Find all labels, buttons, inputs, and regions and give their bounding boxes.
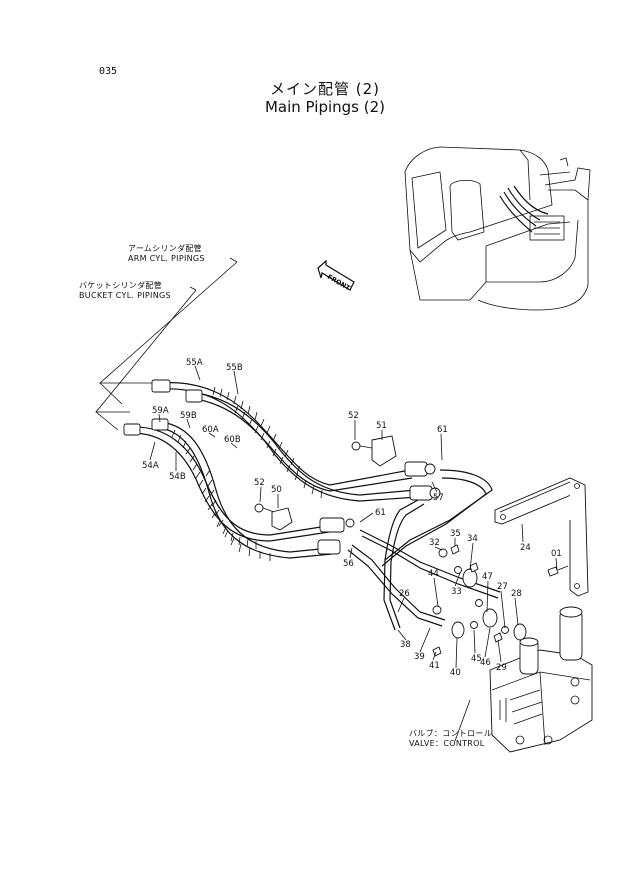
- part-label-41: 41: [429, 661, 440, 671]
- control-valve: [489, 606, 593, 753]
- part-label-28: 28: [511, 589, 522, 599]
- part-label-56: 56: [343, 559, 354, 569]
- part-label-27: 27: [497, 582, 508, 592]
- part-label-50: 50: [271, 485, 282, 495]
- part-label-59b: 59B: [180, 411, 197, 421]
- bracket-24: [494, 477, 589, 597]
- part-label-55b: 55B: [226, 363, 243, 373]
- page-number: 035: [99, 66, 118, 77]
- part-label-24: 24: [520, 543, 531, 553]
- arm-cyl-pipings-callout: アームシリンダ配管 ARM CYL. PIPINGS: [128, 244, 205, 264]
- part-label-60b: 60B: [224, 435, 241, 445]
- part-label-54a: 54A: [142, 461, 159, 471]
- steel-pipes: [347, 469, 501, 631]
- part-label-01: 01: [551, 549, 562, 559]
- part-number-labels: 55A 55B 59A 59B 60A 60B 54A 54B 52 51 61…: [142, 358, 562, 678]
- control-valve-callout: バルブ：コントロール VALVE：CONTROL: [409, 729, 492, 749]
- bucket-cyl-label-jp: バケットシリンダ配管: [79, 281, 162, 290]
- part-label-60a: 60A: [202, 425, 219, 435]
- flange-fittings: [432, 544, 569, 657]
- part-label-38: 38: [400, 640, 411, 650]
- arm-cyl-label-en: ARM CYL. PIPINGS: [128, 254, 205, 263]
- bucket-cyl-label-en: BUCKET CYL. PIPINGS: [79, 291, 171, 300]
- part-label-61: 61: [437, 425, 448, 435]
- bucket-cyl-hoses: [123, 418, 355, 561]
- part-label-55a: 55A: [186, 358, 203, 368]
- part-label-61b: 61: [375, 508, 386, 518]
- part-label-39: 39: [414, 652, 425, 662]
- part-label-57: 57: [433, 493, 444, 503]
- arm-cyl-hoses: [151, 379, 441, 502]
- bucket-cyl-pipings-callout: バケットシリンダ配管 BUCKET CYL. PIPINGS: [79, 281, 171, 301]
- part-label-40: 40: [450, 668, 461, 678]
- excavator-cab: [404, 146, 591, 311]
- label-leaders: [149, 365, 558, 669]
- page-title-english: Main Pipings (2): [264, 98, 385, 116]
- page-title-japanese: メイン配管 (2): [269, 80, 381, 98]
- part-label-54b: 54B: [169, 472, 186, 482]
- part-label-45: 45: [471, 654, 482, 664]
- part-label-52: 52: [348, 411, 359, 421]
- part-label-33: 33: [451, 587, 462, 597]
- part-label-34: 34: [467, 534, 478, 544]
- part-label-26: 26: [399, 589, 410, 599]
- clamp-50: [254, 503, 293, 531]
- part-label-32: 32: [429, 538, 440, 548]
- part-label-44: 44: [428, 569, 439, 579]
- part-label-59a: 59A: [152, 406, 169, 416]
- clamp-51: [351, 435, 397, 467]
- part-label-35: 35: [450, 529, 461, 539]
- arm-cyl-label-jp: アームシリンダ配管: [128, 244, 202, 253]
- part-label-51: 51: [376, 421, 387, 431]
- part-label-47: 47: [482, 572, 493, 582]
- part-label-52b: 52: [254, 478, 265, 488]
- valve-label-en: VALVE：CONTROL: [409, 739, 485, 748]
- callout-leaders: [95, 257, 471, 742]
- part-label-46: 46: [480, 658, 491, 668]
- part-label-29: 29: [496, 663, 507, 673]
- front-arrow-icon: FRONT: [317, 259, 355, 292]
- valve-label-jp: バルブ：コントロール: [409, 729, 492, 738]
